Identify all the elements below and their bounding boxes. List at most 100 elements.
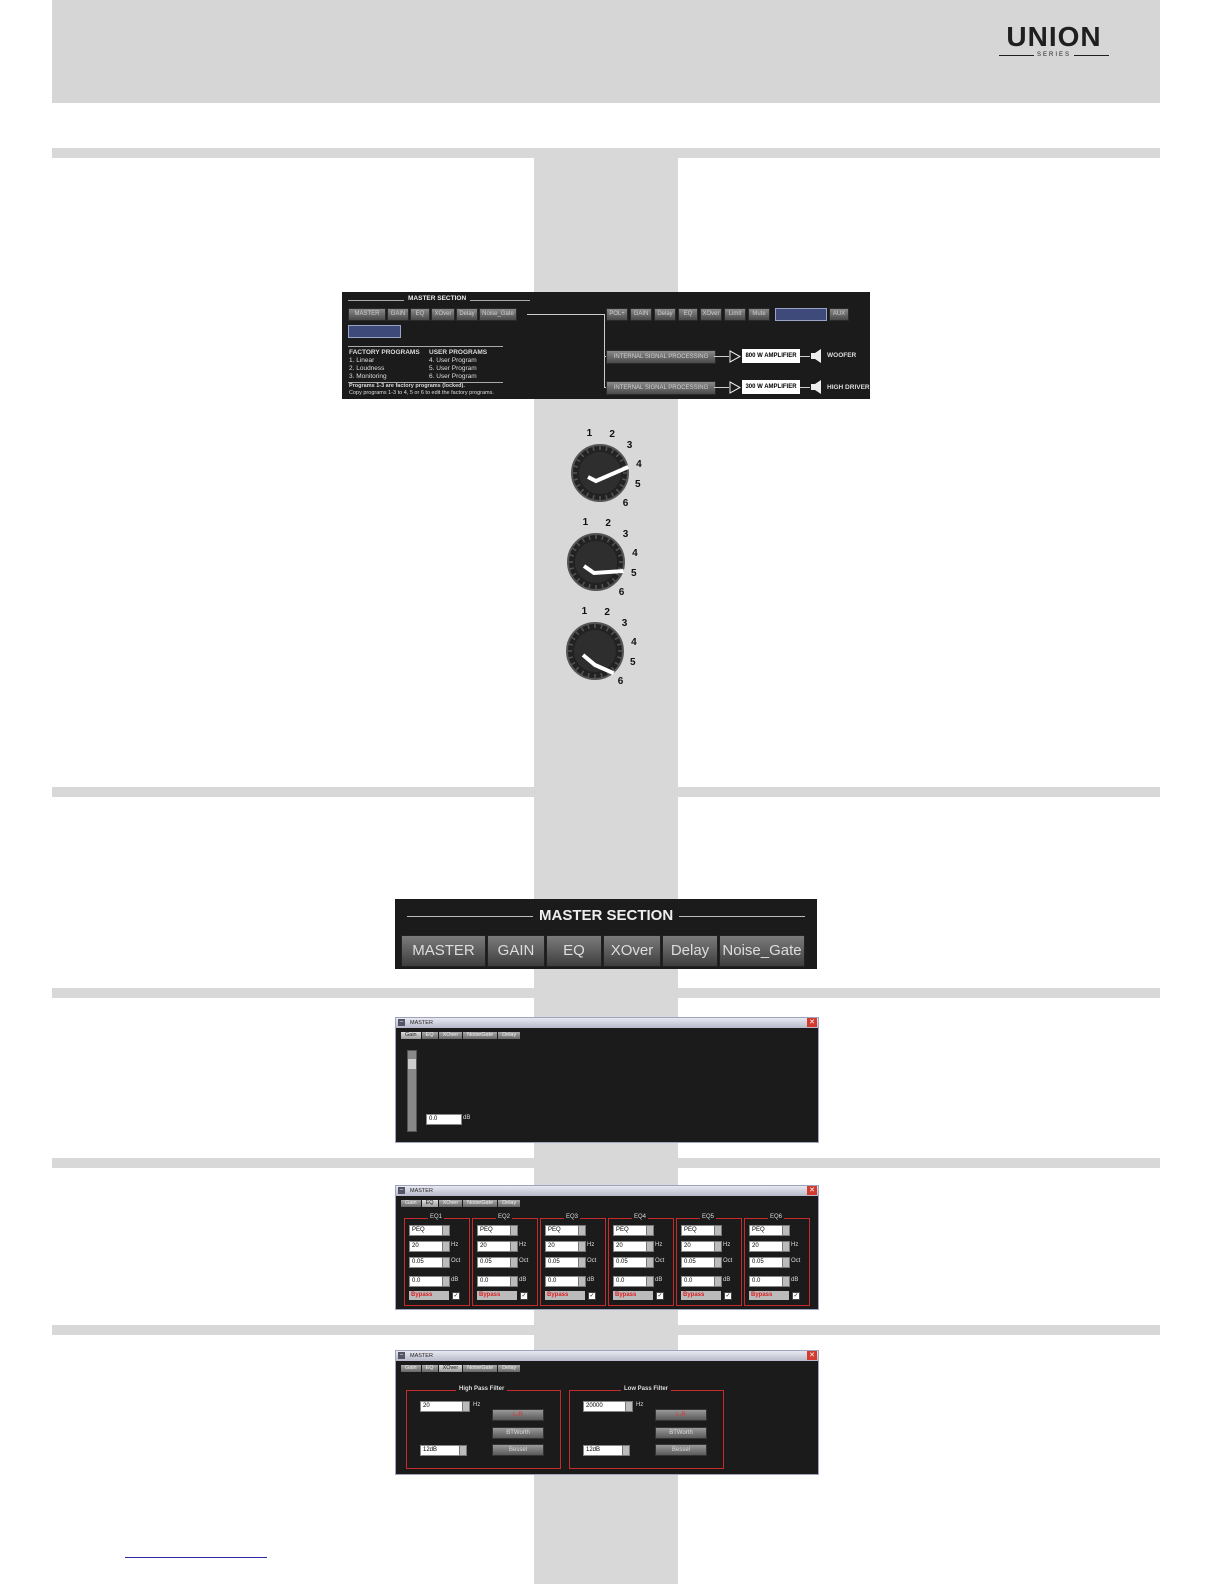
factory-program[interactable]: 3. Monitoring (349, 373, 387, 380)
minimize-icon[interactable]: – (398, 1019, 405, 1026)
dropdown-icon[interactable] (646, 1225, 654, 1236)
eq-freq-field[interactable]: 20 (681, 1241, 715, 1252)
channel-button[interactable]: POL+ (606, 308, 628, 321)
hpf-butterworth-button[interactable]: BTWorth (492, 1427, 544, 1439)
master-strip-button[interactable]: Noise_Gate (719, 935, 805, 967)
lpf-slope-select[interactable]: 12dB (583, 1445, 623, 1456)
master-button[interactable]: Delay (456, 308, 478, 321)
eq-q-field[interactable]: 0.05 (749, 1257, 783, 1268)
knob-dial-icon[interactable] (556, 514, 646, 610)
tab-gain[interactable]: Gain (401, 1032, 421, 1039)
dropdown-icon[interactable] (442, 1225, 450, 1236)
spinner-icon[interactable] (510, 1276, 518, 1287)
hpf-lr-button[interactable]: L-R (492, 1409, 544, 1421)
aux-button[interactable]: AUX (829, 308, 849, 321)
program-name-field[interactable] (348, 325, 401, 338)
spinner-icon[interactable] (782, 1276, 790, 1287)
spinner-icon[interactable] (578, 1241, 586, 1252)
bypass-checkbox[interactable]: ✓ (520, 1292, 528, 1300)
tab-xover[interactable]: XOver (438, 1200, 463, 1207)
eq-gain-field[interactable]: 0.0 (749, 1276, 783, 1287)
tab-noisegate[interactable]: NoiseGate (463, 1365, 498, 1372)
eq-freq-field[interactable]: 20 (613, 1241, 647, 1252)
user-program[interactable]: 6. User Program (429, 373, 477, 380)
master-button[interactable]: Noise_Gate (479, 308, 517, 321)
spinner-icon[interactable] (510, 1241, 518, 1252)
eq-gain-field[interactable]: 0.0 (409, 1276, 443, 1287)
tab-gain[interactable]: Gain (401, 1365, 421, 1372)
dropdown-icon[interactable] (714, 1225, 722, 1236)
dropdown-icon[interactable] (510, 1225, 518, 1236)
minimize-icon[interactable]: – (398, 1352, 405, 1359)
eq-freq-field[interactable]: 20 (409, 1241, 443, 1252)
eq-type-select[interactable]: PEQ (613, 1225, 647, 1236)
bypass-checkbox[interactable]: ✓ (792, 1292, 800, 1300)
isp-button-highdriver[interactable]: INTERNAL SIGNAL PROCESSING (606, 381, 716, 395)
dropdown-icon[interactable] (459, 1445, 467, 1456)
eq-gain-field[interactable]: 0.0 (613, 1276, 647, 1287)
bypass-checkbox[interactable]: ✓ (656, 1292, 664, 1300)
eq-type-select[interactable]: PEQ (477, 1225, 511, 1236)
master-button[interactable]: EQ (410, 308, 430, 321)
eq-type-select[interactable]: PEQ (681, 1225, 715, 1236)
channel-button[interactable]: EQ (678, 308, 698, 321)
lpf-lr-button[interactable]: L-R (655, 1409, 707, 1421)
tab-xover[interactable]: XOver (438, 1032, 463, 1039)
eq-q-field[interactable]: 0.05 (477, 1257, 511, 1268)
channel-button[interactable]: Mute (748, 308, 770, 321)
master-strip-button[interactable]: EQ (546, 935, 602, 967)
gain-slider-handle[interactable] (408, 1059, 416, 1069)
close-icon[interactable]: ✕ (807, 1018, 817, 1027)
close-icon[interactable]: ✕ (807, 1351, 817, 1360)
eq-freq-field[interactable]: 20 (477, 1241, 511, 1252)
tab-eq[interactable]: EQ (421, 1200, 438, 1207)
minimize-icon[interactable]: – (398, 1187, 405, 1194)
spinner-icon[interactable] (714, 1276, 722, 1287)
tab-delay[interactable]: Delay (498, 1200, 521, 1207)
dropdown-icon[interactable] (622, 1445, 630, 1456)
spinner-icon[interactable] (714, 1241, 722, 1252)
user-program[interactable]: 5. User Program (429, 365, 477, 372)
gain-slider-track[interactable] (407, 1050, 417, 1132)
spinner-icon[interactable] (442, 1241, 450, 1252)
tab-delay[interactable]: Delay (498, 1032, 521, 1039)
tab-eq[interactable]: EQ (421, 1032, 438, 1039)
master-button[interactable]: MASTER (348, 308, 386, 321)
spinner-icon[interactable] (714, 1257, 722, 1268)
user-program[interactable]: 4. User Program (429, 357, 477, 364)
eq-gain-field[interactable]: 0.0 (477, 1276, 511, 1287)
dropdown-icon[interactable] (782, 1225, 790, 1236)
spinner-icon[interactable] (782, 1257, 790, 1268)
eq-type-select[interactable]: PEQ (749, 1225, 783, 1236)
master-button[interactable]: GAIN (387, 308, 409, 321)
spinner-icon[interactable] (462, 1401, 470, 1412)
spinner-icon[interactable] (510, 1257, 518, 1268)
channel-button[interactable]: GAIN (630, 308, 652, 321)
spinner-icon[interactable] (578, 1276, 586, 1287)
lpf-butterworth-button[interactable]: BTWorth (655, 1427, 707, 1439)
knob-dial-icon[interactable] (555, 603, 645, 699)
spinner-icon[interactable] (646, 1241, 654, 1252)
knob-dial-icon[interactable] (560, 425, 650, 521)
lpf-freq-field[interactable]: 20000 (583, 1401, 627, 1412)
eq-q-field[interactable]: 0.05 (681, 1257, 715, 1268)
bypass-checkbox[interactable]: ✓ (588, 1292, 596, 1300)
eq-gain-field[interactable]: 0.0 (545, 1276, 579, 1287)
bypass-checkbox[interactable]: ✓ (452, 1292, 460, 1300)
factory-program[interactable]: 2. Loudness (349, 365, 385, 372)
gain-value-field[interactable]: 0.0 (426, 1114, 462, 1125)
eq-gain-field[interactable]: 0.0 (681, 1276, 715, 1287)
channel-button[interactable]: Delay (654, 308, 676, 321)
eq-freq-field[interactable]: 20 (749, 1241, 783, 1252)
master-strip-button[interactable]: MASTER (401, 935, 486, 967)
channel-button[interactable]: XOver (700, 308, 722, 321)
master-strip-button[interactable]: GAIN (487, 935, 545, 967)
spinner-icon[interactable] (625, 1401, 633, 1412)
spinner-icon[interactable] (442, 1257, 450, 1268)
dropdown-icon[interactable] (578, 1225, 586, 1236)
spinner-icon[interactable] (442, 1276, 450, 1287)
close-icon[interactable]: ✕ (807, 1186, 817, 1195)
